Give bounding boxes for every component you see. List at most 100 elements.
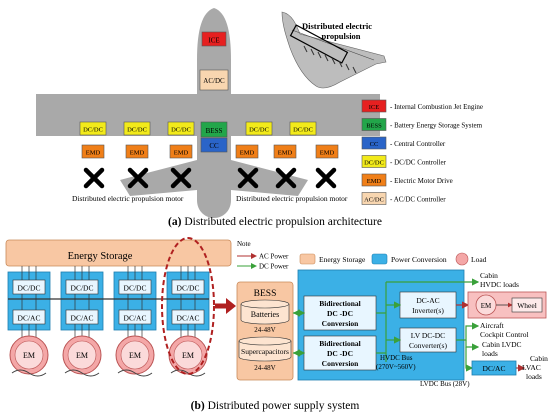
inset-title-line1: Distributed electric — [302, 21, 372, 31]
small-dcac-label: DC/AC — [483, 364, 506, 373]
converter-column: DC/DC DC/AC — [7, 271, 51, 331]
legend-text: - Electric Motor Drive — [390, 177, 453, 185]
emd-label: EMD — [174, 150, 189, 157]
bess-title: BESS — [254, 289, 277, 299]
tail-right — [231, 160, 308, 196]
em-label: EM — [23, 351, 35, 360]
ice-label: ICE — [208, 37, 219, 45]
em-label: EM — [182, 351, 194, 360]
note-title: Note — [237, 240, 251, 248]
dcdc-controllers: DC/DC DC/DC DC/DC DC/DC DC/DC — [79, 121, 317, 136]
bidir2-line2: DC -DC — [327, 349, 353, 358]
batteries-cylinder: Batteries — [240, 299, 290, 325]
converter-column: DC/DC DC/AC — [113, 271, 157, 331]
supercaps-voltage: 24-48V — [254, 364, 275, 372]
em-label: EM — [76, 351, 88, 360]
dcdc-label: DC/DC — [171, 127, 191, 134]
legend-power-swatch — [371, 253, 388, 265]
legend-abbr: AC/DC — [364, 197, 384, 204]
bidir2-line1: Bidirectional — [319, 339, 361, 348]
hvdc-bus-label: HVDC Bus — [380, 354, 413, 362]
batteries-voltage: 24-48V — [254, 326, 275, 334]
dcdc-box — [167, 121, 195, 136]
em-motor: EM — [168, 335, 208, 377]
dcac-label: DC/AC — [18, 314, 41, 323]
dcdc-box — [79, 121, 107, 136]
inset-aircraft-body — [281, 11, 387, 89]
dcdc-box — [123, 121, 151, 136]
em-load-label: EM — [481, 302, 492, 310]
bidir1-line1: Bidirectional — [319, 299, 361, 308]
legend-swatch — [361, 192, 387, 205]
cabin-hvdc-line1: Cabin — [480, 271, 498, 280]
legend-abbr: DC/DC — [364, 160, 384, 167]
propeller-icon — [170, 167, 192, 189]
emd-label: EMD — [320, 150, 335, 157]
legend-text: - AC/DC Controller — [390, 196, 446, 204]
motor-label-left: Distributed electric propulsion motor — [72, 194, 184, 203]
bidirectional-converter-2 — [303, 335, 377, 371]
aircraft-diagram: ICE AC/DC BESS CC DC/DC DC/DC DC/DC DC/D… — [36, 8, 380, 218]
dcdc-label: DC/DC — [71, 284, 94, 293]
bidir1-line3: Conversion — [322, 319, 359, 328]
inset-aircraft: Distributed electric propulsion — [281, 11, 387, 89]
converter-columns: DC/DC DC/AC DC/DC DC/AC DC/DC DC/AC DC/D… — [7, 266, 210, 340]
energy-storage-title: Energy Storage — [68, 251, 133, 262]
caption-b: (b) Distributed power supply system — [191, 400, 360, 412]
dcac-label: DC/AC — [71, 314, 94, 323]
cabin-lvac-line3: loads — [526, 372, 542, 381]
cabin-lvdc-line2: loads — [482, 349, 498, 358]
dcdc-label: DC/DC — [124, 284, 147, 293]
power-legend: Note AC Power DC Power Energy Storage Po… — [237, 240, 487, 271]
emd-box — [169, 144, 193, 159]
cabin-lvac-line1: Cabin — [530, 354, 548, 363]
legend-abbr: BESS — [366, 123, 382, 130]
energy-storage-block — [5, 239, 232, 267]
em-motors: EM EM EM EM — [9, 335, 208, 377]
dcac-label: DC/AC — [124, 314, 147, 323]
supercaps-cylinder: Supercapacitors — [238, 336, 292, 362]
legend-swatch — [361, 155, 387, 168]
legend-abbr: EMD — [367, 178, 382, 185]
inset-propulsion-outline — [289, 24, 349, 64]
bidirectional-converter-1 — [303, 295, 377, 331]
dcdc-label: DC/DC — [83, 127, 103, 134]
dcdc-label: DC/DC — [249, 127, 269, 134]
lv-line2: Converter(s) — [409, 341, 447, 350]
lv-line1: LV DC-DC — [411, 331, 445, 340]
dcdc-box — [245, 121, 273, 136]
inverter-line1: DC-AC — [416, 296, 439, 305]
tail-left — [120, 160, 197, 196]
inset-title-line2: propulsion — [321, 31, 360, 41]
batteries-label: Batteries — [251, 310, 279, 319]
legend-swatch — [361, 118, 387, 131]
legend-abbr: CC — [370, 141, 379, 148]
wheel-box — [511, 297, 543, 313]
legend-text: - Central Controller — [390, 140, 446, 148]
legend-text: - DC/DC Controller — [390, 159, 447, 167]
emd-label: EMD — [86, 150, 101, 157]
emd-box — [273, 144, 297, 159]
acdc-label: AC/DC — [203, 77, 225, 85]
legend-energy-swatch — [299, 253, 316, 265]
dcdc-label: DC/DC — [127, 127, 147, 134]
converter-column: DC/DC DC/AC — [166, 271, 210, 331]
ice-box — [201, 31, 227, 47]
bidir1-line2: DC -DC — [327, 309, 353, 318]
supercaps-label: Supercapacitors — [241, 347, 289, 356]
em-motor: EM — [9, 335, 49, 377]
legend-text: - Internal Combustion Jet Engine — [390, 103, 483, 111]
dcdc-label: DC/DC — [293, 127, 313, 134]
dcdc-label: DC/DC — [18, 284, 41, 293]
cabin-lvdc-line1: Cabin LVDC — [482, 340, 522, 349]
dcdc-label: DC/DC — [177, 284, 200, 293]
emd-box — [315, 144, 339, 159]
acdc-box — [199, 69, 229, 91]
cabin-hvdc-line2: HVDC loads — [480, 280, 519, 289]
component-legend: ICE- Internal Combustion Jet EngineBESS-… — [361, 99, 483, 205]
emd-label: EMD — [130, 150, 145, 157]
legend-energy: Energy Storage — [319, 255, 366, 264]
bess-label: BESS — [206, 127, 223, 135]
dc-power-lines — [292, 278, 480, 372]
